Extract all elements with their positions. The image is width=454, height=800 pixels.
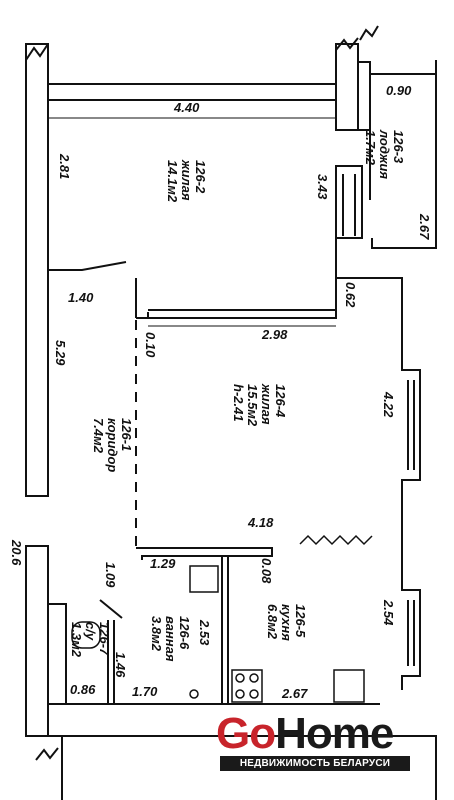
kitchen-sink xyxy=(333,669,365,703)
room-126-3-label: 126-3лоджия1.7м2 xyxy=(363,129,406,179)
wall-right xyxy=(335,238,421,690)
dim-3-43: 3.43 xyxy=(315,174,330,200)
walls xyxy=(25,25,437,800)
wall-loggia-left xyxy=(335,43,359,131)
bathtub-sink xyxy=(189,565,219,593)
fixtures xyxy=(71,534,373,703)
logo-home: Home xyxy=(275,709,394,758)
dim-2-67-bottom: 2.67 xyxy=(281,686,308,701)
radiator-zigzag xyxy=(299,534,373,546)
logo-go: Go xyxy=(216,709,276,758)
wall-wc xyxy=(48,599,123,704)
window-loggia xyxy=(335,165,363,239)
wall-bath-top xyxy=(136,547,273,560)
room-126-1-label: 126-1коридор7.4м2 xyxy=(91,418,134,472)
wall-corridor xyxy=(135,278,149,319)
break-mark-top-right xyxy=(335,37,359,51)
break-mark-loggia xyxy=(359,25,379,41)
dim-1-70: 1.70 xyxy=(132,684,158,699)
wall-loggia-right xyxy=(357,61,371,131)
shower-drain xyxy=(189,689,199,699)
dim-4-18: 4.18 xyxy=(247,515,274,530)
dim-edge: 20.6 xyxy=(9,539,24,566)
room-126-7-label: 126-7с/у1.3м2 xyxy=(69,622,112,658)
room-126-6-label: 126-6ванная3.8м2 xyxy=(149,616,192,662)
wall-left-upper xyxy=(25,43,49,497)
dim-2-67-right: 2.67 xyxy=(417,213,432,240)
logo-wordmark: GoHome xyxy=(216,712,410,756)
dimension-lines xyxy=(47,117,336,380)
wall-top xyxy=(47,83,337,101)
dim-0-86: 0.86 xyxy=(70,682,96,697)
wc-toilet xyxy=(71,621,101,649)
break-mark-top-left xyxy=(25,43,49,61)
stove xyxy=(231,669,263,703)
dim-2-53: 2.53 xyxy=(197,619,212,646)
dim-2-98: 2.98 xyxy=(261,327,288,342)
wall-interior-top xyxy=(148,309,337,319)
dim-0-62: 0.62 xyxy=(343,282,358,308)
dim-1-46: 1.46 xyxy=(113,652,128,678)
wall-wc-right xyxy=(107,620,115,704)
door-corridor-top xyxy=(48,261,127,271)
room-126-5-label: 126-5кухня6.8м2 xyxy=(265,604,308,641)
dim-1-29: 1.29 xyxy=(150,556,176,571)
dim-4-40: 4.40 xyxy=(173,100,200,115)
logo-subtitle: НЕДВИЖИМОСТЬ БЕЛАРУСИ xyxy=(220,756,410,771)
dim-0-08: 0.08 xyxy=(259,558,274,584)
dim-0-90: 0.90 xyxy=(386,83,412,98)
dim-2-81: 2.81 xyxy=(57,153,72,179)
dim-5-29: 5.29 xyxy=(53,340,68,366)
room-126-4-label: 126-4жилая15.5м2h-2.41 xyxy=(231,383,288,427)
dim-2-54: 2.54 xyxy=(381,599,396,626)
wall-left-lower xyxy=(25,545,49,737)
wall-bottom-outer xyxy=(62,735,437,800)
room-126-2-label: 126-2жилая14.1м2 xyxy=(165,159,208,203)
wall-bath-right xyxy=(221,556,229,704)
loggia-outline xyxy=(370,60,437,249)
gohome-logo: GoHome НЕДВИЖИМОСТЬ БЕЛАРУСИ xyxy=(216,712,410,772)
dim-4-22: 4.22 xyxy=(381,391,396,418)
dim-0-10: 0.10 xyxy=(143,332,158,358)
dim-1-40: 1.40 xyxy=(68,290,94,305)
break-mark-bottom xyxy=(35,747,59,761)
dim-1-09: 1.09 xyxy=(103,562,118,588)
